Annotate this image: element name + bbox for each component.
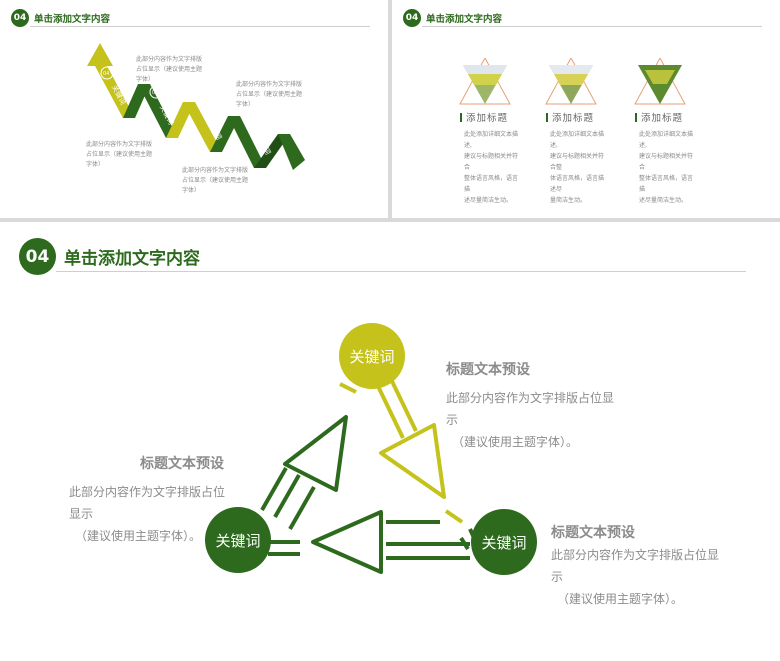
slide-title: 单击添加文字内容 xyxy=(64,249,200,269)
text-block-body: 此部分内容作为文字排版占位 显示 （建议使用主题字体）。 xyxy=(69,485,226,543)
text-block-title: 标题文本预设 xyxy=(140,456,224,472)
step-note: 此部分内容作为文字排版占位显示（建议使用主题字体） xyxy=(136,56,203,83)
keyword-node-left[interactable]: 关键词 xyxy=(205,507,271,573)
image-card: 添加标题 此处添加详细文本描述,建议与标题相关并符合整体语言风格，语言描述尽量简… xyxy=(448,58,522,206)
step-number-01: 01 xyxy=(250,115,257,121)
slide-title: 单击添加文字内容 xyxy=(34,14,111,25)
triangle-photo xyxy=(459,58,511,105)
step-note: 此部分内容作为文字排版占位显示（建议使用主题字体） xyxy=(86,141,153,168)
card-title: 添加标题 xyxy=(623,110,697,124)
step-number-02: 02 xyxy=(201,102,208,108)
image-card: 添加标题 此处添加详细文本描述,建议与标题相关并符合整体语言风格，语言描述尽量简… xyxy=(534,58,608,206)
card-title: 添加标题 xyxy=(448,110,522,124)
title-underline xyxy=(30,26,370,27)
title-underline xyxy=(56,271,746,272)
section-number-badge: 04 xyxy=(11,9,29,27)
triangle-photo xyxy=(545,58,597,105)
image-card: 添加标题 此处添加详细文本描述,建议与标题相关并符合整体语言风格，语言描述尽量简… xyxy=(623,58,697,206)
section-number-badge: 04 xyxy=(19,238,56,275)
triangle-photo xyxy=(634,58,686,105)
text-block-title: 标题文本预设 xyxy=(551,525,635,541)
title-underline xyxy=(422,26,762,27)
section-number-badge: 04 xyxy=(403,9,421,27)
text-block-body: 此部分内容作为文字排版占位显 示 （建议使用主题字体）。 xyxy=(446,391,615,449)
zigzag-arrow-graphic xyxy=(87,43,305,170)
text-block-title: 标题文本预设 xyxy=(446,362,530,378)
slide-thumbnail-zigzag[interactable]: 04 单击添加文字内容 04 03 02 01 关键词 关键词 关键词 关键词 … xyxy=(0,0,388,218)
card-text: 此处添加详细文本描述,建议与标题相关并符合整体语言风格，语言描述尽量简洁生动。 xyxy=(464,131,519,204)
keyword-node-top[interactable]: 关键词 xyxy=(339,323,405,389)
card-text: 此处添加详细文本描述,建议与标题相关并符合整体语言风格，语言描述尽量简洁生动。 xyxy=(639,131,694,204)
slide-thumbnail-triangles[interactable]: 04 单击添加文字内容 添加标题 此处添加详细文本描述,建议与标题相关并符合整体… xyxy=(392,0,780,218)
card-title: 添加标题 xyxy=(534,110,608,124)
step-note: 此部分内容作为文字排版占位显示（建议使用主题字体） xyxy=(182,167,249,194)
card-text: 此处添加详细文本描述,建议与标题相关并符合整体语言风格，语言描述尽量简洁生动。 xyxy=(550,131,605,204)
step-number-03: 03 xyxy=(152,90,159,96)
keyword-node-right[interactable]: 关键词 xyxy=(471,509,537,575)
text-block-body: 此部分内容作为文字排版占位显 示 （建议使用主题字体）。 xyxy=(551,548,720,606)
step-note: 此部分内容作为文字排版占位显示（建议使用主题字体） xyxy=(236,81,303,108)
main-slide[interactable]: 04 单击添加文字内容 关键 xyxy=(0,222,780,661)
slide-title: 单击添加文字内容 xyxy=(426,14,503,25)
step-number-04: 04 xyxy=(103,71,110,77)
